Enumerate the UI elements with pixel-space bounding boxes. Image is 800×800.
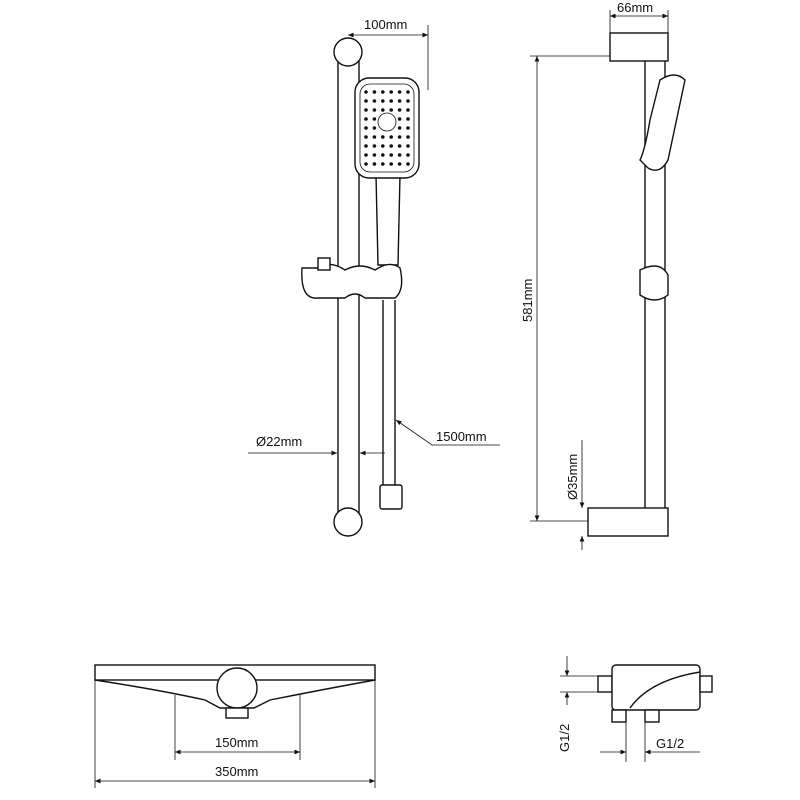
nozzle-dot [372,99,377,103]
nozzle-dot [397,153,402,157]
nozzle-dot [364,126,368,130]
plan-outlet [225,707,249,719]
nozzle-dot [364,99,368,103]
nozzle-dot [406,126,410,130]
dim-bracket-diameter: Ø35mm [565,440,585,550]
nozzle-dot [389,99,394,103]
nozzle-dot [372,108,377,112]
hose-end-fitting [379,484,403,510]
nozzle-dot [406,162,410,166]
rail-diameter-label: Ø22mm [256,434,302,449]
nozzle-dot [389,153,394,157]
dim-bracket-depth: 66mm [609,0,669,33]
nozzle-dot [381,135,385,139]
side-view [587,32,686,537]
total-width-label: 350mm [215,764,258,779]
nozzle-dot [397,90,402,94]
nozzle-dot [372,153,377,157]
nozzle-dot [397,99,402,103]
shower-head [354,77,420,179]
nozzle-dot [406,153,410,157]
thread-right-label: G1/2 [656,736,684,751]
hose-length-label: 1500mm [436,429,487,444]
hand-shower-handle [375,174,401,266]
rail-length-label: 581mm [520,279,535,322]
nozzle-dot [364,144,368,148]
nozzle-dot [364,108,368,112]
nozzle-dot [406,117,410,121]
bottom-outlet-left [611,709,627,723]
nozzle-dot [397,117,402,121]
nozzle-dot [397,162,402,166]
nozzle-dot [406,90,410,94]
nozzle-dot [364,153,368,157]
nozzle-dot [381,108,385,112]
bottom-wall-bracket [333,507,363,537]
nozzle-dot [389,162,394,166]
bottom-outlet-right [644,709,660,723]
nozzle-dot [364,117,368,121]
nozzle-dot [406,135,410,139]
side-slider [639,265,669,301]
nozzle-dot [372,135,377,139]
front-view [301,37,420,537]
nozzle-dot [397,135,402,139]
nozzle-dot [381,90,385,94]
nozzle-dot [406,108,410,112]
plan-view: 150mm 350mm [94,664,376,788]
nozzle-dot [372,144,377,148]
nozzle-dot [389,135,394,139]
nozzle-dot [389,108,394,112]
top-wall-bracket [333,37,363,67]
nozzle-dot [364,135,368,139]
nozzle-dot [397,126,402,130]
plan-slider [216,667,258,709]
bracket-depth-label: 66mm [617,0,653,15]
nozzle-dot [372,162,377,166]
left-thread [597,675,613,693]
head-width-label: 100mm [364,17,407,32]
nozzle-dot [389,90,394,94]
nozzle-dot [381,99,385,103]
nozzle-dot [406,99,410,103]
hose [382,300,396,485]
connector-view: G1/2 G1/2 [557,656,713,762]
nozzle-dot [364,162,368,166]
nozzle-dot [364,90,368,94]
dim-hose-length: 1500mm [395,419,500,446]
dim-head-width: 100mm [348,17,429,90]
nozzle-dot [372,90,377,94]
nozzle-dot [372,126,377,130]
nozzle-dot [406,144,410,148]
thread-left-label: G1/2 [557,724,572,752]
dim-rail-diameter: Ø22mm [248,434,385,456]
right-thread [699,675,713,693]
nozzle-dot [381,162,385,166]
connector-body [611,664,701,711]
side-top-bracket [609,32,669,62]
nozzle-dot [381,153,385,157]
nozzle-dot [389,144,394,148]
nozzle-dot [397,144,402,148]
dim-rail-length: 581mm [520,55,610,522]
bracket-diameter-label: Ø35mm [565,454,580,500]
spray-nozzles [364,90,410,166]
slider-knob [317,257,331,271]
nozzle-dot [372,117,377,121]
nozzle-dot [381,144,385,148]
fixing-distance-label: 150mm [215,735,258,750]
side-shower-head [639,74,686,171]
side-bottom-bracket [587,507,669,537]
slider-bracket [301,263,403,299]
nozzle-dot [397,108,402,112]
